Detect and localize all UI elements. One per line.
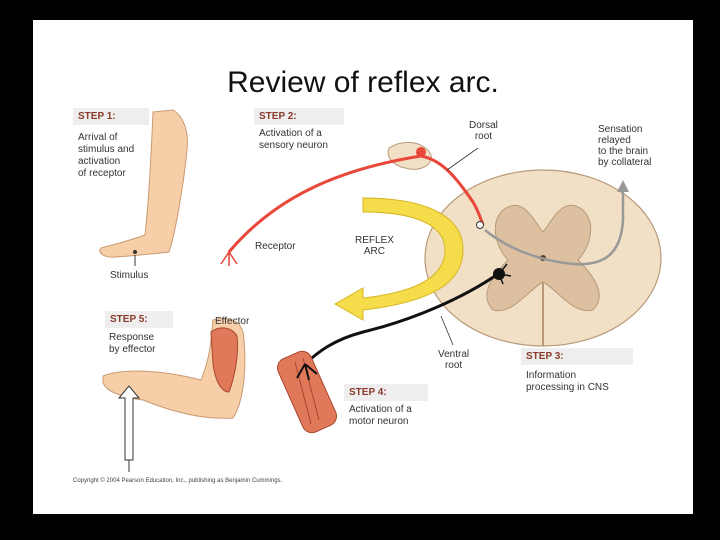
copyright-notice: Copyright © 2004 Pearson Education, Inc.… [73, 478, 283, 484]
slide: Review of reflex arc. [33, 20, 693, 514]
motor-dendrites [498, 263, 512, 285]
dorsal-root-pointer [446, 147, 479, 171]
sensory-neuron [227, 154, 485, 253]
step-2-description: Activation of a sensory neuron [259, 128, 328, 151]
sensory-cell-body-icon [416, 147, 426, 157]
collateral-path [484, 190, 625, 266]
step-3-description: Information processing in CNS [526, 370, 609, 393]
receptor-label: Receptor [255, 241, 296, 252]
response-arrow-icon [117, 385, 141, 461]
step-1-heading: STEP 1: [73, 108, 149, 125]
step-4-heading: STEP 4: [344, 384, 428, 401]
stimulus-point-icon [133, 250, 137, 254]
step-3-heading: STEP 3: [521, 348, 633, 365]
motor-neuron [303, 272, 499, 366]
step-2-heading: STEP 2: [254, 108, 344, 125]
reflex-arc-label: REFLEX ARC [355, 235, 394, 257]
reflex-arc-arrow [333, 197, 464, 321]
ventral-root-label: Ventral root [438, 349, 470, 371]
step-4-description: Activation of a motor neuron [349, 404, 412, 427]
interneuron-synapse-icon [476, 221, 484, 229]
reflex-arc-illustration [99, 109, 662, 472]
upper-arm-illustration [99, 109, 188, 258]
motor-endings [296, 363, 318, 381]
dorsal-root-label: Dorsal root [469, 120, 498, 142]
stimulus-label: Stimulus [110, 270, 149, 281]
receptor-endings [220, 251, 238, 266]
effector-label: Effector [215, 316, 250, 327]
step-1-description: Arrival of stimulus and activation of re… [78, 132, 135, 179]
effector-muscle [210, 327, 238, 393]
lower-arm-illustration [102, 318, 246, 419]
ventral-root-pointer [440, 315, 454, 346]
step-5-heading: STEP 5: [105, 311, 173, 328]
slide-title: Review of reflex arc. [227, 66, 499, 99]
collateral-arrow-icon [617, 180, 629, 192]
step-5-description: Response by effector [109, 332, 156, 355]
sensation-label: Sensation relayed to the brain by collat… [598, 124, 652, 168]
muscle-bundle [276, 350, 338, 434]
